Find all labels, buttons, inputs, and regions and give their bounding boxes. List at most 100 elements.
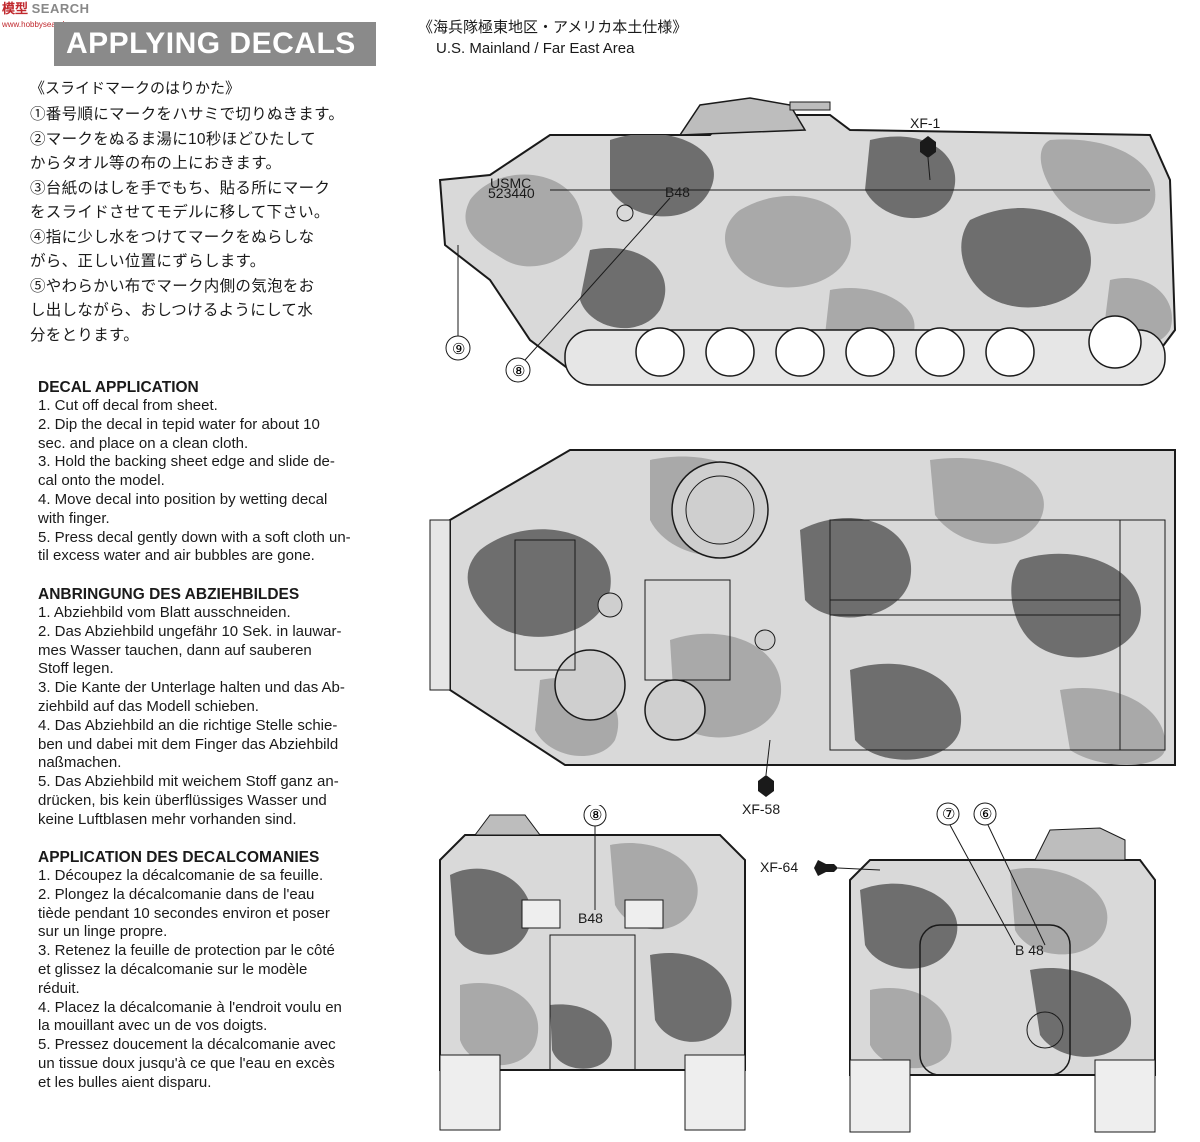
french-step: et les bulles aient disparu. bbox=[38, 1073, 212, 1091]
german-step: 3. Die Kante der Unterlage halten und da… bbox=[38, 679, 345, 697]
side-small-text-2: 523440 bbox=[488, 185, 535, 201]
english-step: 3. Hold the backing sheet edge and slide… bbox=[38, 453, 335, 471]
side-marking: B48 bbox=[665, 184, 690, 200]
rear-marking: B 48 bbox=[1015, 942, 1044, 958]
front-track-left bbox=[439, 1054, 501, 1131]
rear-leader-paint bbox=[837, 867, 881, 871]
rear-callout-6: ⑥ bbox=[973, 802, 1046, 946]
side-turret bbox=[678, 97, 807, 136]
watermark-brand: 模型 bbox=[2, 1, 29, 16]
top-leader-paint bbox=[765, 739, 771, 776]
japanese-step: 分をとります。 bbox=[30, 326, 140, 344]
rear-paint-label: XF-64 bbox=[760, 859, 798, 875]
front-turret bbox=[474, 814, 541, 836]
front-ramp bbox=[549, 934, 636, 1071]
top-paint-label: XF-58 bbox=[742, 801, 780, 817]
front-light-box bbox=[521, 899, 561, 929]
watermark-url: www.hobbysearch.com bbox=[2, 20, 85, 29]
view-title-japanese: 《海兵隊極東地区・アメリカ本土仕様》 bbox=[418, 19, 688, 36]
french-step: un tissue doux jusqu'à ce que l'eau en e… bbox=[38, 1054, 335, 1072]
german-step: ziehbild auf das Modell schieben. bbox=[38, 697, 259, 715]
callout-number: ⑧ bbox=[589, 807, 602, 824]
top-hatch bbox=[554, 649, 626, 721]
top-view-figure: XF-58 bbox=[429, 449, 1176, 817]
road-wheel bbox=[775, 327, 825, 377]
front-marking: B48 bbox=[578, 910, 603, 926]
top-turret-inner bbox=[685, 475, 755, 545]
paint-pointer-icon bbox=[758, 775, 774, 797]
french-step: 4. Placez la décalcomanie à l'endroit vo… bbox=[38, 998, 342, 1016]
french-step: 3. Retenez la feuille de protection par … bbox=[38, 942, 335, 960]
sprocket-wheel bbox=[1088, 315, 1142, 369]
rear-track-left bbox=[849, 1059, 911, 1133]
side-small-text-1: USMC bbox=[490, 175, 531, 191]
top-hatch bbox=[644, 679, 706, 741]
german-step: 2. Das Abziehbild ungefähr 10 Sek. in la… bbox=[38, 622, 342, 640]
german-step: keine Luftblasen mehr vorhanden sind. bbox=[38, 810, 297, 828]
english-step: 5. Press decal gently down with a soft c… bbox=[38, 528, 351, 546]
watermark: 模型 SEARCH bbox=[2, 2, 90, 15]
french-step: la mouillant avec un de vos doigts. bbox=[38, 1017, 268, 1035]
side-callout-8: ⑧ bbox=[505, 197, 671, 383]
front-callout-8: ⑧ bbox=[583, 805, 607, 910]
english-steps: 1. Cut off decal from sheet. 2. Dip the … bbox=[38, 397, 394, 566]
english-instructions: DECAL APPLICATION 1. Cut off decal from … bbox=[38, 378, 394, 566]
english-step: 2. Dip the decal in tepid water for abou… bbox=[38, 415, 320, 433]
callout-number: ⑥ bbox=[979, 806, 992, 823]
english-heading: DECAL APPLICATION bbox=[38, 379, 199, 396]
french-step: 2. Plongez la décalcomanie dans de l'eau bbox=[38, 885, 315, 903]
french-heading: APPLICATION DES DECALCOMANIES bbox=[38, 849, 320, 866]
watermark-search: SEARCH bbox=[31, 1, 90, 16]
side-view-figure: B48 USMC 523440 XF-1 ⑨ ⑧ bbox=[438, 97, 1177, 386]
french-step: sur un linge propre. bbox=[38, 923, 168, 941]
top-bow-plate bbox=[429, 519, 451, 691]
top-engine-grille bbox=[514, 539, 576, 671]
side-hatch-ring bbox=[616, 204, 634, 222]
rear-turret bbox=[1034, 827, 1126, 861]
rear-ramp-door bbox=[919, 924, 1071, 1076]
german-step: 5. Das Abziehbild mit weichem Stoff ganz… bbox=[38, 773, 339, 791]
front-light-box bbox=[624, 899, 664, 929]
japanese-step: がら、正しい位置にずらします。 bbox=[30, 253, 266, 270]
callout-number: ⑨ bbox=[452, 341, 465, 358]
front-view-figure: B48 ⑧ bbox=[439, 805, 746, 1131]
german-step: naßmachen. bbox=[38, 754, 122, 772]
german-step: ben und dabei mit dem Finger das Abziehb… bbox=[38, 735, 339, 753]
page-title: APPLYING DECALS bbox=[54, 22, 376, 66]
callout-number: ⑦ bbox=[942, 806, 955, 823]
english-step: 1. Cut off decal from sheet. bbox=[38, 397, 218, 414]
german-steps: 1. Abziehbild vom Blatt ausschneiden. 2.… bbox=[38, 604, 394, 830]
rear-track-right bbox=[1094, 1059, 1156, 1133]
english-step: sec. and place on a clean cloth. bbox=[38, 434, 249, 452]
rear-camo bbox=[860, 868, 1132, 1069]
german-instructions: ANBRINGUNG DES ABZIEHBILDES 1. Abziehbil… bbox=[38, 585, 394, 830]
german-step: drücken, bis kein überflüssiges Wasser u… bbox=[38, 791, 327, 809]
top-rear-grille bbox=[1119, 519, 1166, 751]
german-step: 1. Abziehbild vom Blatt ausschneiden. bbox=[38, 604, 291, 621]
french-instructions: APPLICATION DES DECALCOMANIES 1. Découpe… bbox=[38, 848, 394, 1093]
french-step: et glissez la décalcomanie sur le modèle bbox=[38, 960, 308, 978]
side-turret-gun bbox=[789, 101, 831, 111]
german-step: mes Wasser tauchen, dann auf sauberen bbox=[38, 641, 312, 659]
japanese-step: ⑤やわらかい布でマーク内側の気泡をお bbox=[30, 277, 315, 295]
french-steps: 1. Découpez la décalcomanie de sa feuill… bbox=[38, 867, 394, 1093]
french-step: réduit. bbox=[38, 979, 80, 997]
french-step: 1. Découpez la décalcomanie de sa feuill… bbox=[38, 867, 324, 884]
japanese-heading: 《スライドマークのはりかた》 bbox=[30, 80, 241, 97]
road-wheel bbox=[705, 327, 755, 377]
rear-door-handle bbox=[1026, 1011, 1064, 1049]
road-wheel bbox=[635, 327, 685, 377]
japanese-step: し出しながら、おしつけるようにして水 bbox=[30, 302, 314, 319]
callout-number: ⑧ bbox=[512, 363, 525, 380]
view-title-english: U.S. Mainland / Far East Area bbox=[436, 40, 635, 57]
japanese-step: ③台紙のはしを手でもち、貼る所にマーク bbox=[30, 179, 331, 197]
japanese-instructions: 《スライドマークのはりかた》 ①番号順にマークをハサミで切りぬきます。 ②マーク… bbox=[30, 78, 392, 348]
english-step: with finger. bbox=[38, 509, 110, 527]
paint-pointer-icon bbox=[814, 860, 838, 876]
side-paint-label: XF-1 bbox=[910, 115, 941, 131]
rear-view-figure: B 48 XF-64 ⑦ ⑥ bbox=[760, 802, 1156, 1133]
french-step: tiède pendant 10 secondes environ et pos… bbox=[38, 904, 330, 922]
german-heading: ANBRINGUNG DES ABZIEHBILDES bbox=[38, 586, 300, 603]
japanese-step: からタオル等の布の上におきます。 bbox=[30, 155, 282, 172]
german-step: 4. Das Abziehbild an die richtige Stelle… bbox=[38, 716, 338, 734]
